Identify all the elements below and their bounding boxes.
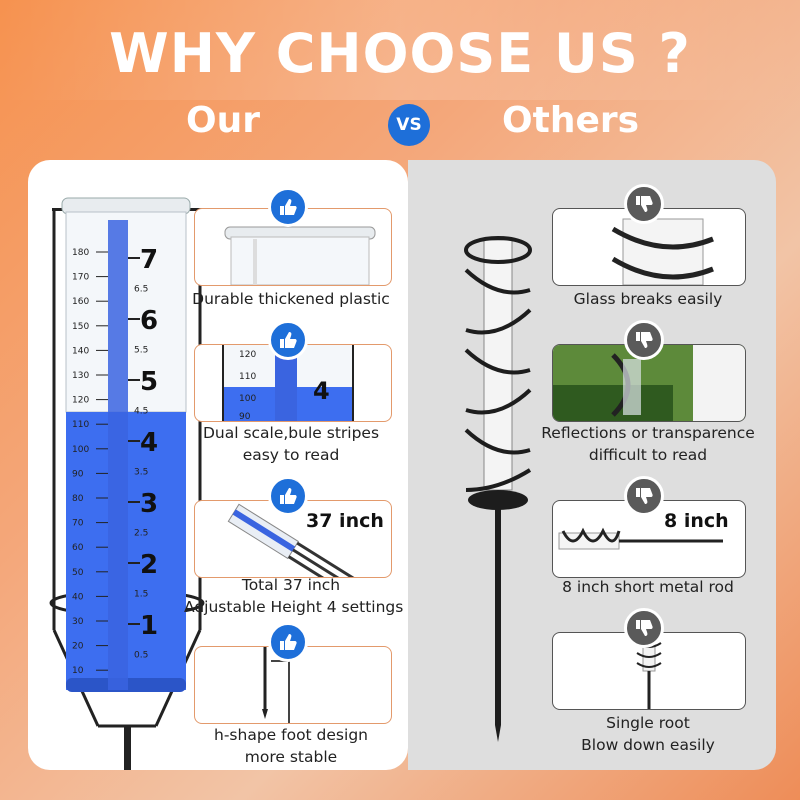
thumbs-down-icon	[624, 184, 664, 224]
others-label: Others	[502, 100, 640, 141]
mm-tick-label: 180	[72, 248, 89, 258]
mm-tick-label: 160	[72, 297, 89, 307]
mm-tick-label: 120	[72, 396, 89, 406]
svg-text:100: 100	[239, 394, 256, 404]
inch-major-label: 2	[140, 550, 158, 580]
vs-badge: VS	[388, 104, 430, 146]
mm-tick-label: 90	[72, 469, 84, 479]
svg-text:120: 120	[239, 350, 256, 360]
inch-half-label: 3.5	[134, 468, 148, 478]
thumbs-down-icon	[624, 608, 664, 648]
inch-major-label: 6	[140, 306, 158, 336]
inch-major-label: 7	[140, 245, 158, 275]
mm-tick-label: 100	[72, 445, 89, 455]
mm-tick-label: 70	[72, 519, 84, 529]
others-3-caption: 8 inch short metal rod	[562, 578, 734, 596]
inch-half-label: 4.5	[134, 407, 148, 417]
our-label: Our	[186, 100, 260, 141]
inch-scale: 7 6.5 6 5.5 5 4.5 4 3.5 3 2.5 2 1.5 1 0.5	[128, 245, 158, 661]
mm-tick-label: 50	[72, 568, 84, 578]
inch-half-label: 0.5	[134, 651, 148, 661]
inch-major-label: 1	[140, 611, 158, 641]
others-product-panel: Glass breaks easily Reflections or trans…	[408, 160, 776, 770]
inch-major-label: 3	[140, 489, 158, 519]
glass-tube-icon	[611, 218, 714, 285]
header-band	[0, 0, 800, 100]
mm-tick-label: 150	[72, 322, 89, 332]
mm-tick-label: 80	[72, 494, 84, 504]
short-rod-icon	[558, 527, 723, 550]
thumbs-up-icon	[268, 187, 308, 227]
inch-major-label: 4	[140, 428, 158, 458]
mm-tick-label: 20	[72, 642, 84, 652]
mm-tick-label: 30	[72, 617, 84, 627]
svg-text:4: 4	[313, 377, 330, 405]
mm-tick-label: 140	[72, 346, 89, 356]
length-label-37: 37 inch	[306, 510, 384, 532]
mm-tick-label: 10	[72, 666, 84, 676]
inch-half-label: 6.5	[134, 285, 148, 295]
mm-tick-label: 40	[72, 592, 84, 602]
inch-half-label: 5.5	[134, 346, 148, 356]
inch-half-label: 2.5	[134, 529, 148, 539]
svg-text:110: 110	[239, 372, 256, 382]
inch-half-label: 1.5	[134, 590, 148, 600]
page-title: WHY CHOOSE US ?	[109, 22, 691, 85]
spiral-gauge-image	[464, 236, 532, 742]
inch-major-label: 5	[140, 367, 158, 397]
tube-top-icon	[224, 226, 376, 285]
mm-tick-label: 170	[72, 273, 89, 283]
mm-tick-label: 60	[72, 543, 84, 553]
rods-icon	[227, 503, 375, 577]
mm-tick-label: 110	[72, 420, 89, 430]
thumbs-up-icon	[268, 320, 308, 360]
others-1-caption: Glass breaks easily	[573, 290, 723, 308]
length-label-8: 8 inch	[664, 510, 729, 532]
thumbs-down-icon	[624, 476, 664, 516]
thumbs-up-icon	[268, 622, 308, 662]
mm-tick-label: 130	[72, 371, 89, 381]
feature-1-caption: Durable thickened plastic	[192, 290, 390, 308]
thumbs-up-icon	[268, 476, 308, 516]
svg-text:90: 90	[239, 412, 251, 421]
thumbs-down-icon	[624, 320, 664, 360]
mm-scale: 180 170 160 150 140 130 120 110 100 90 80 70 60 50 40 3…	[72, 248, 108, 676]
